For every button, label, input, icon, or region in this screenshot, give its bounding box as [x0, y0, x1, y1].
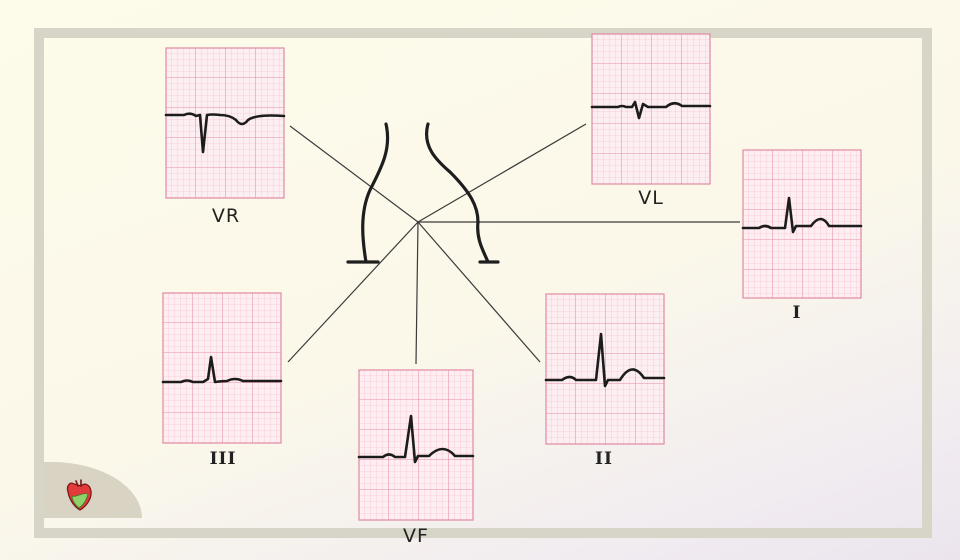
ecg-strip-vl — [590, 33, 712, 185]
trace-iii — [161, 355, 283, 384]
axis-iii — [287, 221, 419, 363]
diagram-frame — [34, 28, 932, 538]
ecg-strip-i — [741, 149, 863, 299]
axis-vf — [415, 221, 419, 365]
ecg-strip-iii — [161, 292, 283, 444]
body-outline — [346, 122, 500, 264]
trace-vr — [164, 112, 286, 154]
ecg-strip-vr — [164, 47, 286, 199]
lead-axes — [287, 123, 740, 365]
ecg-strip-ii — [544, 293, 666, 445]
lead-label-iii: III — [210, 449, 237, 469]
trace-vl — [590, 100, 712, 120]
trace-ii — [544, 332, 666, 388]
lead-label-vr: VR — [212, 205, 240, 227]
axis-ii — [417, 221, 541, 363]
lead-label-i: I — [793, 303, 802, 323]
lead-label-vl: VL — [638, 187, 664, 209]
axis-vr — [289, 125, 419, 223]
lead-label-ii: II — [595, 449, 613, 469]
axis-vl — [417, 123, 587, 223]
ecg-strip-vf — [357, 369, 475, 521]
lead-label-vf: VF — [403, 525, 429, 547]
heart-logo-icon — [66, 479, 92, 511]
trace-vf — [357, 414, 475, 464]
trace-i — [741, 196, 863, 234]
